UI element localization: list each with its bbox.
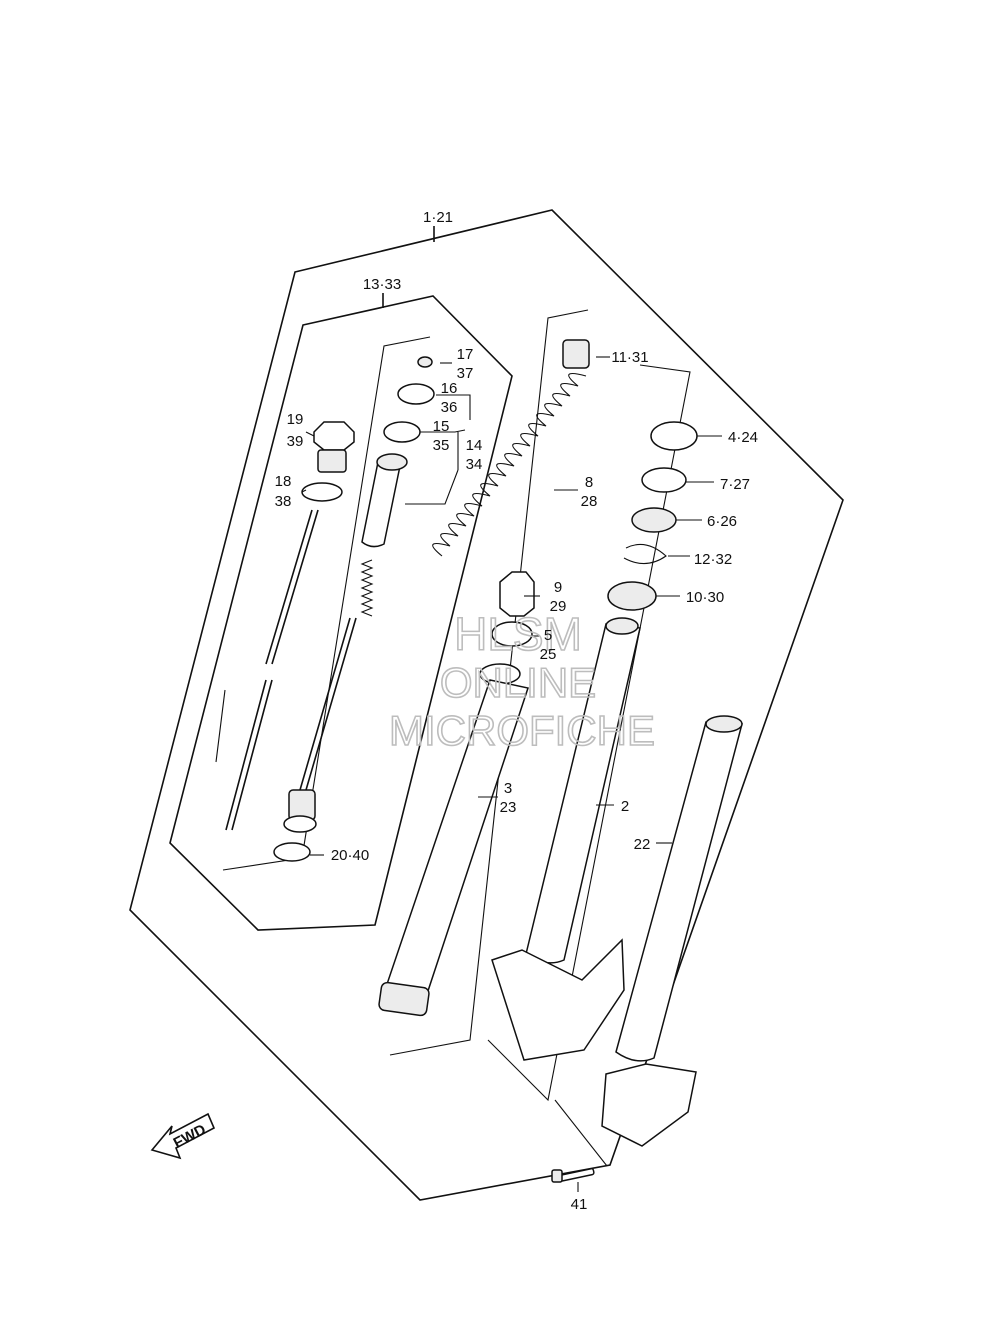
spring-seat-11 bbox=[562, 339, 590, 369]
o-ring-15 bbox=[383, 421, 421, 443]
callout-6-26: 6·26 bbox=[707, 513, 737, 530]
callout-41: 41 bbox=[571, 1196, 588, 1213]
callout-12-32: 12·32 bbox=[694, 551, 732, 568]
callout-2: 2 bbox=[621, 798, 629, 815]
callout-4-24: 4·24 bbox=[728, 429, 758, 446]
callout-10-30: 10·30 bbox=[686, 589, 724, 606]
callout-22: 22 bbox=[634, 836, 651, 853]
bushing-10 bbox=[607, 581, 657, 611]
callout-17: 17 bbox=[457, 346, 474, 363]
watermark-line-2: ONLINE bbox=[440, 659, 596, 706]
piston-rod bbox=[283, 617, 357, 833]
watermark-line-1: HLSM bbox=[454, 608, 582, 660]
callout-11-31: 11·31 bbox=[611, 349, 648, 366]
callout-3: 3 bbox=[504, 780, 512, 797]
fwd-arrow-icon: FWD bbox=[150, 1112, 216, 1160]
damper-rod-long bbox=[271, 509, 319, 665]
watermark-line-3: MICROFICHE bbox=[389, 707, 655, 754]
outer-tube-2 bbox=[491, 617, 641, 1061]
callout-34: 34 bbox=[466, 456, 483, 473]
callout-25: 25 bbox=[540, 646, 557, 663]
callout-19: 19 bbox=[287, 411, 304, 428]
inner-tube-3 bbox=[378, 679, 529, 1017]
callout-37: 37 bbox=[457, 365, 474, 382]
callout-38: 38 bbox=[275, 493, 292, 510]
callout-1-21: 1·21 bbox=[423, 209, 453, 226]
bolt-41 bbox=[551, 1167, 595, 1183]
circlip-12 bbox=[623, 543, 667, 565]
nut-17 bbox=[417, 356, 433, 368]
leader-lines bbox=[301, 356, 722, 1192]
outer-tube-22 bbox=[601, 715, 743, 1147]
o-ring-16 bbox=[397, 383, 435, 405]
stopper-ring-7 bbox=[641, 467, 687, 493]
cap-bolt-19 bbox=[313, 421, 355, 473]
callout-9: 9 bbox=[554, 579, 562, 596]
callout-5: 5 bbox=[544, 627, 552, 644]
oil-seal-6 bbox=[631, 507, 677, 533]
callout-18: 18 bbox=[275, 473, 292, 490]
callout-14: 14 bbox=[466, 437, 483, 454]
o-ring-18 bbox=[301, 482, 343, 502]
callout-35: 35 bbox=[433, 437, 450, 454]
callout-39: 39 bbox=[287, 433, 304, 450]
callout-7-27: 7·27 bbox=[720, 476, 750, 493]
ring-20 bbox=[273, 842, 311, 862]
cartridge-cylinder-14 bbox=[361, 453, 408, 548]
bushing-5 bbox=[491, 621, 533, 647]
callout-23: 23 bbox=[500, 799, 517, 816]
assembly-1-21-outline bbox=[129, 209, 844, 1201]
spacer-9 bbox=[499, 571, 535, 617]
dust-seal-4 bbox=[650, 421, 698, 451]
callout-labels: 1·21 13·33 17 37 16 36 15 35 14 34 19 39… bbox=[275, 209, 758, 1213]
callout-36: 36 bbox=[441, 399, 458, 416]
callout-16: 16 bbox=[441, 380, 458, 397]
small-spring bbox=[360, 559, 374, 617]
fork-spring-8 bbox=[432, 373, 587, 557]
callout-28: 28 bbox=[581, 493, 598, 510]
group-13-33-outline bbox=[169, 295, 513, 931]
callout-13-33: 13·33 bbox=[363, 276, 401, 293]
callout-8: 8 bbox=[585, 474, 593, 491]
callout-20-40: 20·40 bbox=[331, 847, 369, 864]
callout-29: 29 bbox=[550, 598, 567, 615]
callout-15: 15 bbox=[433, 418, 450, 435]
